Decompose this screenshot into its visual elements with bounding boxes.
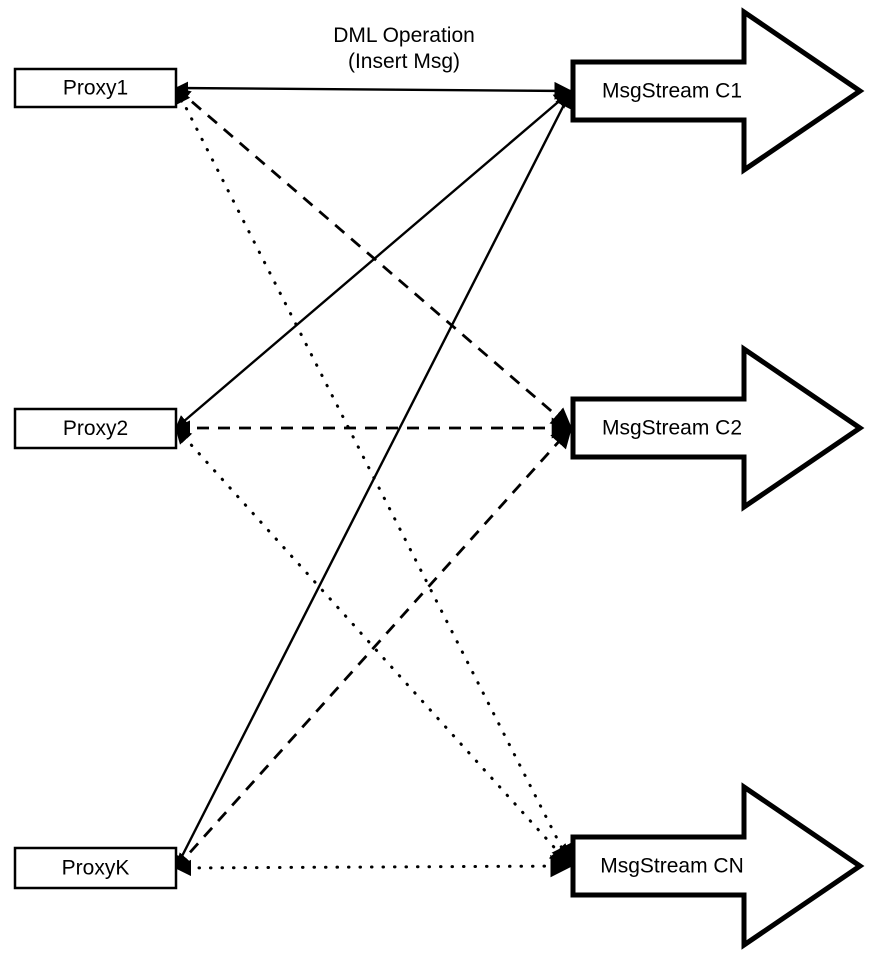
stream-label: MsgStream C2	[602, 417, 742, 440]
stream-block-arrow-shape	[570, 344, 865, 512]
connection-line-solid	[174, 81, 573, 100]
proxy-label: ProxyK	[62, 857, 130, 880]
stream-node-msgstream-cn[interactable]: MsgStream CN	[570, 782, 865, 950]
proxy-label: Proxy2	[63, 417, 128, 440]
stream-block-arrow-shape	[570, 782, 865, 950]
annotation-dml-operation: DML Operation (Insert Msg)	[333, 24, 475, 73]
connection-proxyk-to-c2	[174, 426, 573, 869]
stream-block-arrow-shape	[570, 7, 865, 175]
proxy-box-rect	[13, 67, 178, 109]
connection-proxyk-to-c1	[174, 89, 573, 869]
connection-line-dotted	[174, 854, 573, 878]
streams-layer: MsgStream C1 MsgStream C2 MsgStream CN	[570, 7, 865, 950]
annotation-line-1: DML Operation	[333, 24, 475, 47]
proxy-label: Proxy1	[63, 77, 128, 100]
connections-layer	[174, 81, 573, 878]
stream-node-msgstream-c2[interactable]: MsgStream C2	[570, 344, 865, 512]
proxy-node-proxyk[interactable]: ProxyK	[13, 846, 178, 890]
annotations-layer: DML Operation (Insert Msg)	[333, 24, 475, 73]
connection-line-solid	[174, 89, 573, 869]
proxy-node-proxy2[interactable]: Proxy2	[13, 407, 178, 450]
connection-proxy1-to-c1	[174, 81, 573, 100]
proxy-box-rect	[13, 407, 178, 450]
stream-label: MsgStream C1	[602, 80, 742, 103]
stream-label: MsgStream CN	[600, 855, 744, 878]
connection-line-dashed	[174, 426, 573, 869]
proxy-box-rect	[13, 846, 178, 890]
annotation-line-2: (Insert Msg)	[348, 50, 460, 73]
proxy-node-proxy1[interactable]: Proxy1	[13, 67, 178, 109]
stream-node-msgstream-c1[interactable]: MsgStream C1	[570, 7, 865, 175]
connection-proxyk-to-cn	[174, 854, 573, 878]
